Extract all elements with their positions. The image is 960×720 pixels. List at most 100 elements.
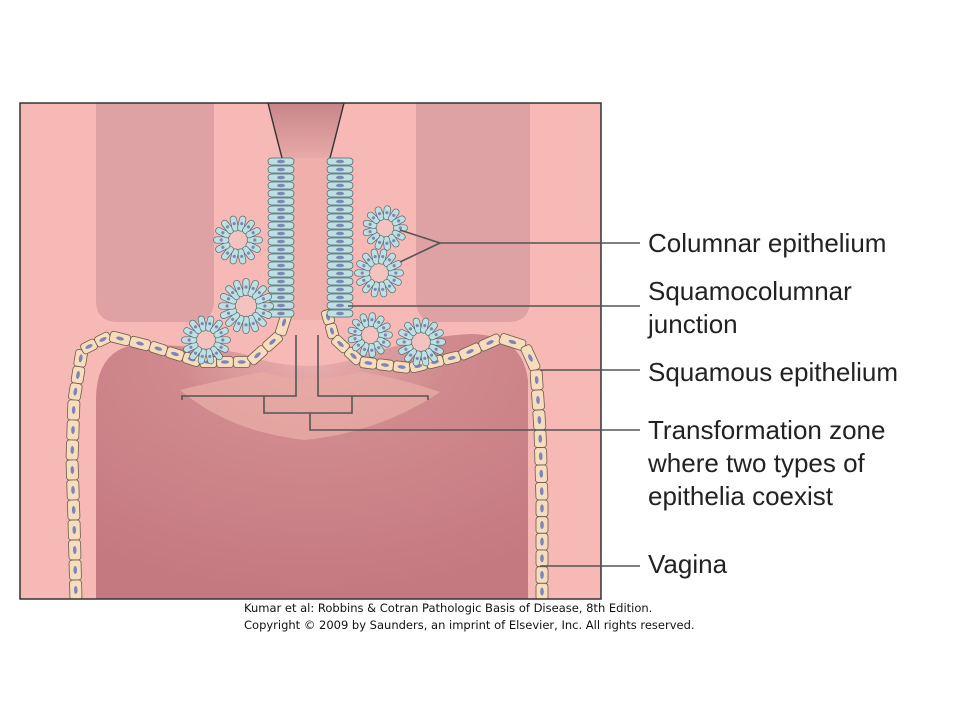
gland-lumen [376,219,394,237]
gland-cell [354,269,371,277]
gland-cell-nucleus [429,327,434,331]
columnar-cell-nucleus [336,247,344,252]
gland-cell [229,215,239,232]
squamous-cell [532,409,547,431]
squamous-cell [232,356,251,368]
columnar-cell-nucleus [336,303,344,308]
columnar-cell-nucleus [336,199,344,204]
squamous-cell [65,459,79,481]
squamous-cell-nucleus [381,363,389,367]
squamous-cell [247,345,268,366]
label-line: Squamocolumnar [648,276,852,306]
gland-cell [378,331,393,339]
squamous-cell [66,479,80,501]
gland-cell-nucleus [221,245,225,249]
gland-cell [374,235,385,250]
squamous-cell [535,516,549,534]
squamous-cell [80,338,98,355]
gland-cell [233,279,245,298]
gland-cell-nucleus [392,264,396,268]
columnar-cell-nucleus [277,303,285,308]
squamous-cell [68,539,82,561]
gland-cell-nucleus [385,211,389,215]
vaginal-lumen [96,334,528,599]
squamous-cell-nucleus [508,339,517,345]
squamous-cell [458,342,482,361]
credit-line-1: Kumar et al: Robbins & Cotran Pathologic… [244,601,653,615]
leader-lines [348,229,640,567]
gland-cell [391,229,406,241]
columnar-cell-nucleus [277,183,285,188]
gland-cell [242,278,250,297]
gland-cell-nucleus [362,264,366,268]
gland-cell-nucleus [392,278,396,282]
gland-cell-nucleus [189,345,193,349]
gland-cell [374,206,385,221]
gland-cell [425,348,438,363]
squamous-cell-nucleus [72,546,77,554]
gland-cell-nucleus [353,329,357,333]
gland-cell [213,341,229,353]
gland-cell [367,211,380,224]
gland [218,278,274,334]
gland-cell-nucleus [381,287,385,291]
columnar-epithelium-layer [267,157,354,318]
gland-cell-nucleus [251,321,255,326]
gland-cell-nucleus [237,286,241,291]
squamous-cell-nucleus [397,365,406,369]
gland-cell [370,248,380,265]
gland-cell [383,252,396,267]
columnar-cell-nucleus [336,287,344,292]
squamous-cell-nucleus [171,351,179,357]
gland-cell [352,318,365,331]
gland-cell [404,321,417,336]
squamous-cell-nucleus [154,346,163,351]
gland-cell-nucleus [240,222,244,226]
left-stroma-shadow [96,103,214,322]
squamous-cell-nucleus [71,506,76,514]
squamous-cell [533,429,547,448]
diagram-frame [19,102,602,600]
gland-cell-nucleus [362,278,366,282]
gland-cell-nucleus [251,286,255,291]
squamous-cell-nucleus [73,586,78,594]
gland-cell [183,327,199,339]
squamous-cell-nucleus [539,469,544,478]
gland-cell [218,302,237,310]
gland-cell [245,241,261,253]
gland-cell [391,215,406,227]
gland-cell [382,235,391,251]
gland-cell-nucleus [226,311,231,315]
gland-lumen [196,330,216,350]
squamous-cell-nucleus [99,337,107,342]
squamous-cell [535,499,549,518]
columnar-cell-nucleus [277,279,285,284]
label-squamocolumnar-junction: Squamocolumnar junction [648,275,852,341]
gland-cell [429,338,446,346]
gland-cell [215,227,231,239]
squamous-cell-nucleus [536,396,540,404]
gland-cell [383,279,396,294]
gland-cell [359,342,370,357]
gland-cell [367,312,376,328]
gland-cell-nucleus [231,317,235,321]
squamous-cell [535,549,549,568]
gland-cell [181,336,198,344]
squamous-cell-nucleus [540,587,544,596]
gland-cell-nucleus [208,322,212,326]
gland-cell-nucleus [408,353,413,357]
columnar-cell-nucleus [336,159,344,164]
squamous-cell-nucleus [540,571,544,579]
squamous-cell [67,399,81,421]
squamous-cell-nucleus [71,486,75,494]
gland-cell-nucleus [208,354,212,358]
label-line: Transformation zone [648,415,886,445]
gland-cell [388,208,400,223]
squamous-cell-nucleus [116,336,124,341]
columnar-cell-nucleus [336,271,344,276]
squamous-cell [128,335,152,352]
gland [181,315,231,365]
gland-cell-nucleus [362,347,367,351]
gland-cell-nucleus [362,319,367,323]
label-line: where two types of [648,448,865,478]
